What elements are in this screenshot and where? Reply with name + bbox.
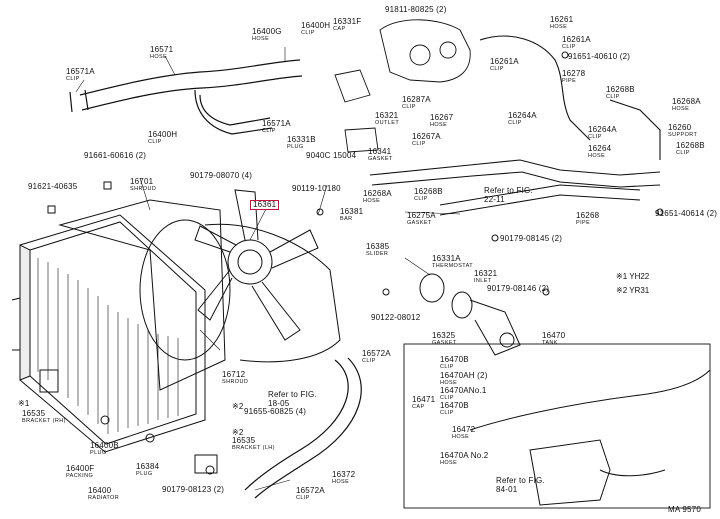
label-90119: 90119-10180 bbox=[292, 184, 341, 193]
mark-2: ※2 bbox=[232, 402, 244, 411]
label-91655: 91655-60825 (4) bbox=[244, 407, 307, 416]
legend-yr31: ※2 YR31 bbox=[616, 286, 650, 295]
label-90179-08145: 90179-08145 (2) bbox=[500, 234, 563, 243]
label-90179-08123: 90179-08123 (2) bbox=[162, 485, 225, 494]
upper-hoses bbox=[69, 59, 303, 135]
label-91651-40614: 91651-40614 (2) bbox=[655, 209, 718, 218]
reference-fig-18-05[interactable]: Refer to FIG. 18-05 bbox=[268, 390, 317, 408]
pipe-assembly bbox=[369, 35, 661, 216]
legend-yh22: ※1 YH22 bbox=[616, 272, 650, 281]
label-91811: 91811-80825 (2) bbox=[385, 5, 447, 14]
reference-fig-84-01[interactable]: Refer to FIG. 84-01 bbox=[496, 476, 545, 494]
label-16470ah: 16470AH (2)HOSE bbox=[440, 371, 488, 387]
fastener-marks bbox=[39, 51, 664, 475]
reference-fig-22-11[interactable]: Refer to FIG. 22-11 bbox=[484, 186, 533, 204]
label-90179-08070: 90179-08070 (4) bbox=[190, 171, 253, 180]
engine-outline bbox=[334, 19, 471, 153]
thermostat-drawing bbox=[419, 273, 521, 356]
label-91651-40610: 91651-40610 (2) bbox=[568, 52, 631, 61]
leader-lines bbox=[75, 47, 461, 491]
label-16361-highlight[interactable]: 16361 bbox=[250, 200, 280, 210]
label-91661: 91661-60616 (2) bbox=[84, 151, 147, 160]
mark-2b: ※2 bbox=[232, 428, 244, 437]
reservoir-box bbox=[403, 343, 711, 509]
label-9040c: 9040C 15004 bbox=[306, 151, 357, 160]
lower-hose bbox=[244, 357, 362, 499]
fan-drawing bbox=[194, 189, 319, 341]
label-90122: 90122-08012 bbox=[371, 313, 421, 322]
mark-1: ※1 bbox=[18, 399, 30, 408]
radiator-drawing bbox=[11, 214, 206, 453]
label-91621: 91621-40635 bbox=[28, 182, 78, 191]
diagram-id: MA 9570 bbox=[668, 505, 701, 514]
shroud-drawing bbox=[58, 199, 341, 391]
label-90179-08146: 90179-08146 (2) bbox=[487, 284, 550, 293]
